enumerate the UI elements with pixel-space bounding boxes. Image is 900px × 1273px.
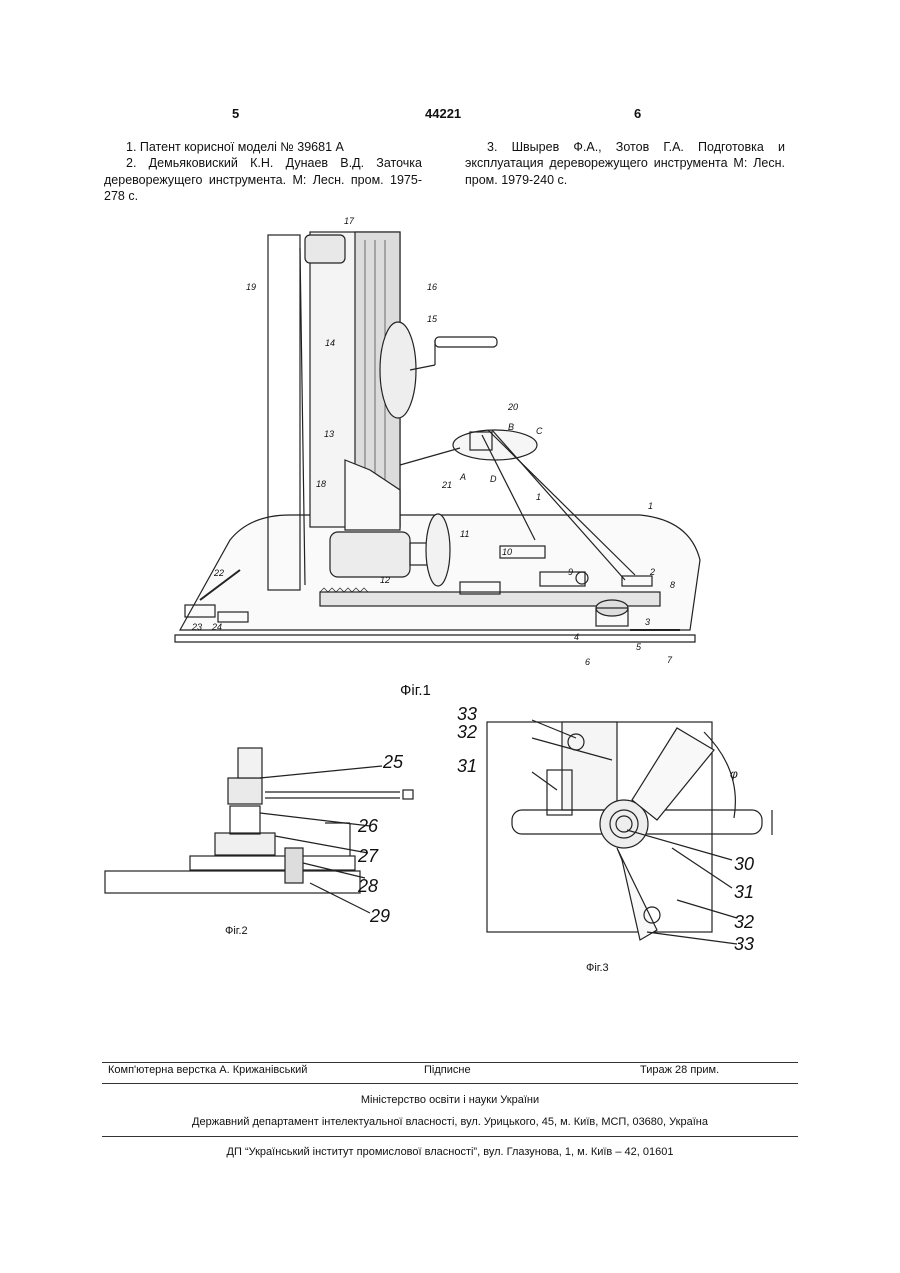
fig3-angle-label: φ <box>730 767 738 781</box>
fig3-label-31-top: 31 <box>457 756 477 776</box>
patent-number: 44221 <box>425 106 461 121</box>
fig1-label-19: 19 <box>246 282 256 292</box>
figure-3-drawing: 33 32 31 30 31 32 33 φ <box>452 700 782 965</box>
fig1-label-20: 20 <box>507 402 518 412</box>
fig1-label-B: B <box>508 422 514 432</box>
fig1-label-11: 11 <box>460 529 469 539</box>
footer-ministry: Міністерство освіти і науки України <box>102 1094 798 1106</box>
fig1-label-13: 13 <box>324 429 334 439</box>
figure-1-drawing: 1 1 2 3 4 5 6 7 8 9 10 11 12 13 14 15 16… <box>170 210 750 680</box>
fig1-label-17: 17 <box>344 216 355 226</box>
fig1-label-9: 9 <box>568 567 573 577</box>
fig1-label-A: A <box>459 472 466 482</box>
footer-signed: Підписне <box>424 1064 471 1076</box>
fig1-label-18: 18 <box>316 479 326 489</box>
fig1-label-7: 7 <box>667 655 673 665</box>
page-number-right: 6 <box>634 106 641 121</box>
fig1-label-15: 15 <box>427 314 438 324</box>
figure-2-caption: Фіг.2 <box>225 925 248 937</box>
fig1-label-16: 16 <box>427 282 437 292</box>
references-right-column: 3. Швырев Ф.А., Зотов Г.А. Подготовка и … <box>465 139 785 188</box>
fig1-label-5: 5 <box>636 642 642 652</box>
fig1-label-6: 6 <box>585 657 590 667</box>
footer-circulation: Тираж 28 прим. <box>640 1064 719 1076</box>
reference-1: 1. Патент корисної моделі № 39681 А <box>104 139 422 155</box>
fig1-label-1b: 1 <box>536 492 541 502</box>
figure-3-caption: Фіг.3 <box>586 962 609 974</box>
fig3-label-31-bottom: 31 <box>734 882 754 902</box>
fig2-label-26: 26 <box>357 816 379 836</box>
figure-2-drawing: 25 26 27 28 29 <box>100 738 430 938</box>
references-left-column: 1. Патент корисної моделі № 39681 А 2. Д… <box>104 139 422 205</box>
fig2-label-28: 28 <box>357 876 378 896</box>
footer-department: Державний департамент інтелектуальної вл… <box>102 1116 798 1128</box>
fig1-label-4: 4 <box>574 632 579 642</box>
footer-rule-1 <box>102 1062 798 1063</box>
fig1-label-21: 21 <box>441 480 452 490</box>
fig1-label-23: 23 <box>191 622 202 632</box>
fig1-label-1a: 1 <box>648 501 653 511</box>
page-number-left: 5 <box>232 106 239 121</box>
fig1-label-C: C <box>536 426 543 436</box>
fig1-label-14: 14 <box>325 338 335 348</box>
fig1-label-24: 24 <box>211 622 222 632</box>
fig1-label-2: 2 <box>649 567 655 577</box>
footer-rule-2 <box>102 1083 798 1084</box>
fig1-label-D: D <box>490 474 497 484</box>
fig2-label-27: 27 <box>357 846 379 866</box>
fig3-label-33-bottom: 33 <box>734 934 754 954</box>
fig1-label-12: 12 <box>380 575 390 585</box>
fig3-label-32-bottom: 32 <box>734 912 754 932</box>
fig1-label-22: 22 <box>213 568 224 578</box>
fig3-label-33-top: 33 <box>457 704 477 724</box>
fig3-label-32-top: 32 <box>457 722 477 742</box>
footer-rule-3 <box>102 1136 798 1137</box>
reference-2: 2. Демьякови­ский К.Н. Дунаев В.Д. Заточ… <box>104 155 422 204</box>
reference-3: 3. Швырев Ф.А., Зотов Г.А. Подготовка и … <box>465 139 785 188</box>
fig1-label-10: 10 <box>502 547 512 557</box>
fig3-label-30: 30 <box>734 854 754 874</box>
fig2-label-25: 25 <box>382 752 404 772</box>
fig1-label-3: 3 <box>645 617 650 627</box>
footer-typesetting: Комп'ютерна верстка А. Крижанівський <box>108 1064 307 1076</box>
fig2-label-29: 29 <box>369 906 390 926</box>
figure-1-caption: Фіг.1 <box>400 682 431 699</box>
fig1-label-8: 8 <box>670 580 675 590</box>
footer-institute: ДП “Український інститут промислової вла… <box>102 1146 798 1158</box>
